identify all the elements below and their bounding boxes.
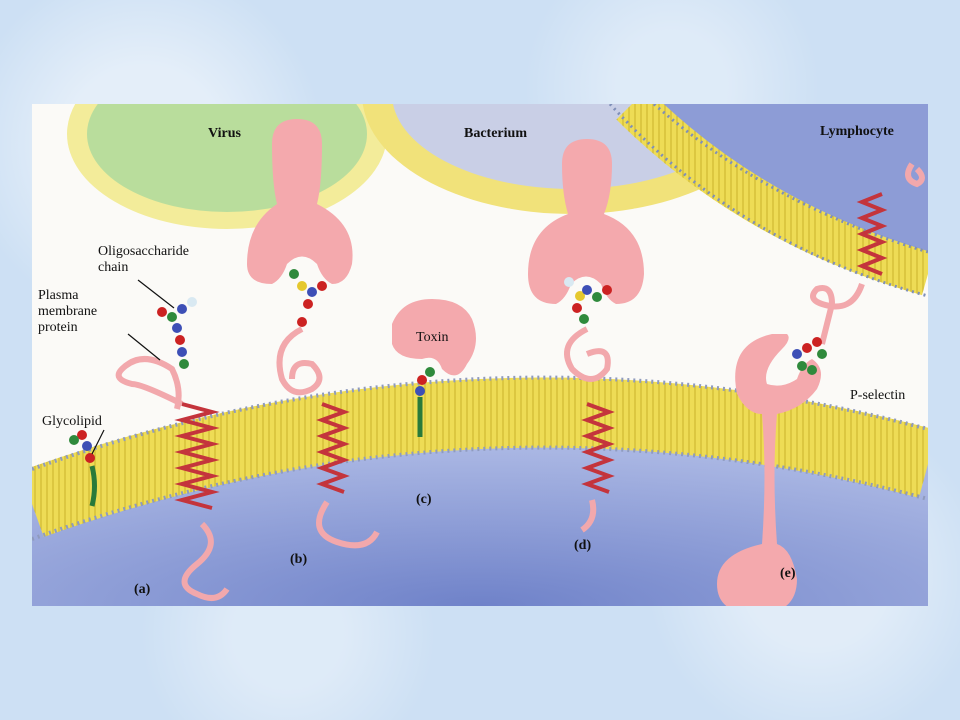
virus-label: Virus (208, 126, 241, 141)
p-selectin-label: P-selectin (850, 388, 906, 403)
panel-label-a: (a) (134, 582, 151, 597)
glycolipid-label: Glycolipid (42, 414, 102, 429)
lymphocyte-label: Lymphocyte (820, 124, 894, 139)
glycolipid-a (69, 430, 97, 507)
bacterium-binding-protein-d (528, 139, 644, 533)
oligosaccharide-a (157, 297, 197, 369)
diagram-graphic (32, 104, 928, 606)
plasma-label-line3: protein (38, 320, 78, 335)
membrane-protein-a (115, 356, 230, 601)
panel-label-c: (c) (416, 492, 432, 507)
host-cell (32, 375, 928, 606)
virus-cell (67, 104, 387, 229)
panel-label-e: (e) (780, 566, 796, 581)
plasma-label-line1: Plasma (38, 288, 79, 303)
oligosaccharide-label-line2: chain (98, 260, 129, 275)
virus-binding-protein-b (247, 119, 380, 549)
oligosaccharide-label-line1: Oligosaccharide (98, 244, 189, 259)
panel-label-b: (b) (290, 552, 308, 567)
panel-label-d: (d) (574, 538, 592, 553)
toxin-label: Toxin (416, 330, 449, 345)
bacterium-label: Bacterium (464, 126, 527, 141)
plasma-label-line2: membrane (38, 304, 98, 319)
p-selectin-e (717, 162, 925, 606)
leader-lines (91, 279, 175, 455)
toxin-c (392, 299, 476, 437)
diagram-panel: Virus Bacterium Lymphocyte Oligosacchari… (32, 104, 928, 606)
